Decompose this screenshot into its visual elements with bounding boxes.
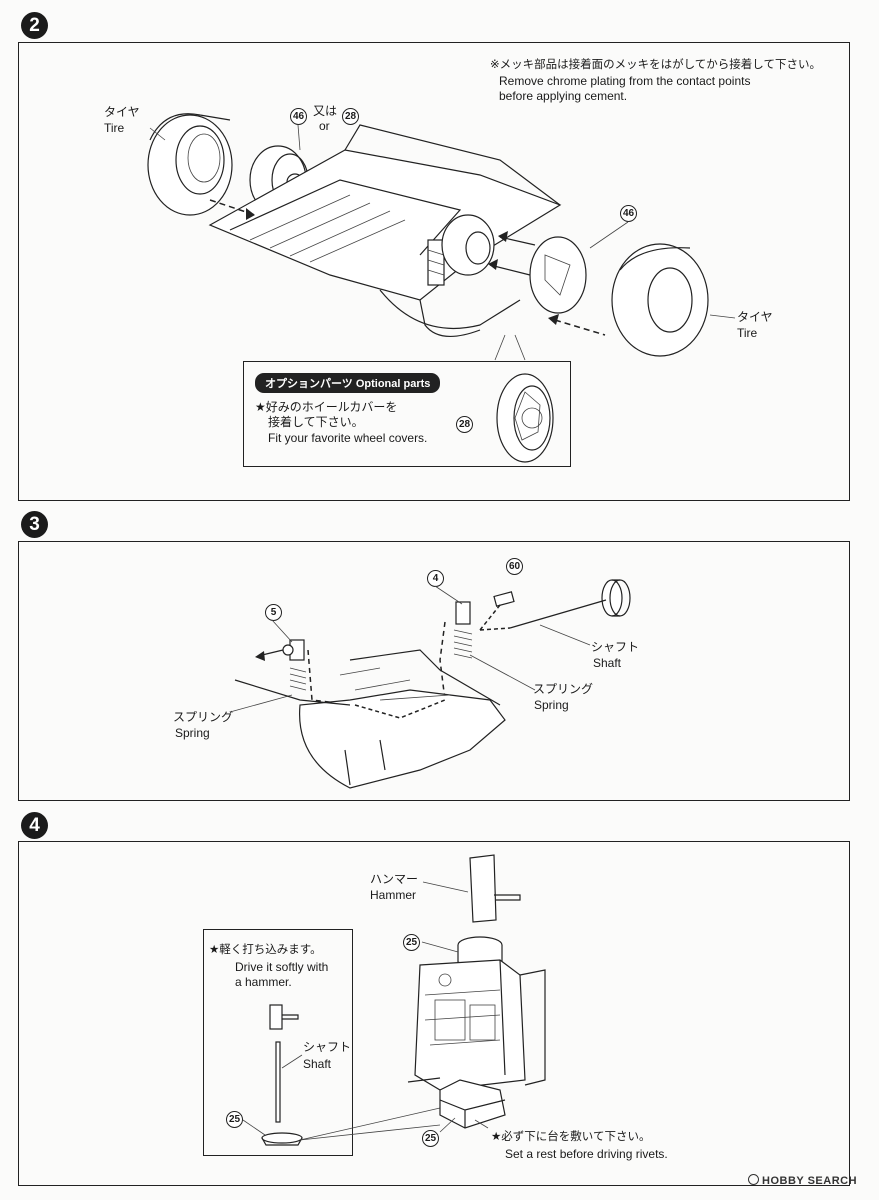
rest-instruction-jp: ★必ず下に台を敷いて下さい。 [491,1131,651,1143]
chrome-note-jp: ※メッキ部品は接着面のメッキをはがしてから接着して下さい。 [490,59,821,71]
hobby-search-watermark: HOBBY SEARCH [748,1174,857,1187]
part-number-46-left: 46 [290,108,307,125]
part-number-60: 60 [506,558,523,575]
shaft-label-jp: シャフト [591,640,640,654]
step-2-chassis-illustration [147,113,736,463]
hammer-label-en: Hammer [370,888,417,902]
or-label-jp: 又は [313,104,338,118]
shaft-label-en: Shaft [593,656,622,670]
step-2-panel [18,42,850,501]
chrome-note-en-1: Remove chrome plating from the contact p… [499,74,751,88]
inset-shaft-label-jp: シャフト [303,1040,352,1054]
part-number-25-bottom: 25 [422,1130,439,1147]
spring-label-jp-left: スプリング [173,710,234,724]
inset-shaft-label-en: Shaft [303,1057,332,1071]
step-3-axle-illustration [229,579,631,789]
optional-parts-box [243,361,571,467]
hobby-search-logo-icon [748,1174,759,1185]
inset-instruction-en-2: a hammer. [235,975,292,989]
part-number-46-right: 46 [620,205,637,222]
tire-label-en-right: Tire [737,326,758,340]
step-2-number: 2 [21,12,48,39]
hammer-label-jp: ハンマー [370,872,419,886]
inset-instruction-jp: ★軽く打ち込みます。 [209,944,322,956]
spring-label-en-left: Spring [175,726,210,740]
step-3-number: 3 [21,511,48,538]
optional-parts-title: オプションパーツ Optional parts [255,373,441,393]
rivet-inset-box [203,929,353,1156]
spring-label-jp-right: スプリング [533,682,594,696]
step-3-panel [18,541,850,801]
part-number-28-optional: 28 [456,416,473,433]
inset-instruction-en-1: Drive it softly with [235,960,329,974]
part-number-25-top: 25 [403,934,420,951]
part-number-25-inset: 25 [226,1111,243,1128]
tire-label-jp-left: タイヤ [104,105,140,119]
or-label-en: or [319,119,330,133]
optional-parts-en: Fit your favorite wheel covers. [268,431,428,445]
hobby-search-text: HOBBY SEARCH [762,1175,858,1187]
step-4-panel [18,841,850,1186]
tire-label-jp-right: タイヤ [737,310,773,324]
optional-parts-jp-1: ★好みのホイールカバーを [255,400,398,414]
chrome-note-en-2: before applying cement. [499,89,628,103]
rest-instruction-en: Set a rest before driving rivets. [505,1147,668,1161]
step-4-number: 4 [21,812,48,839]
tire-label-en-left: Tire [104,121,125,135]
part-number-5: 5 [265,604,282,621]
spring-label-en-right: Spring [534,698,569,712]
optional-parts-jp-2: 接着して下さい。 [268,415,364,429]
part-number-28-top: 28 [342,108,359,125]
